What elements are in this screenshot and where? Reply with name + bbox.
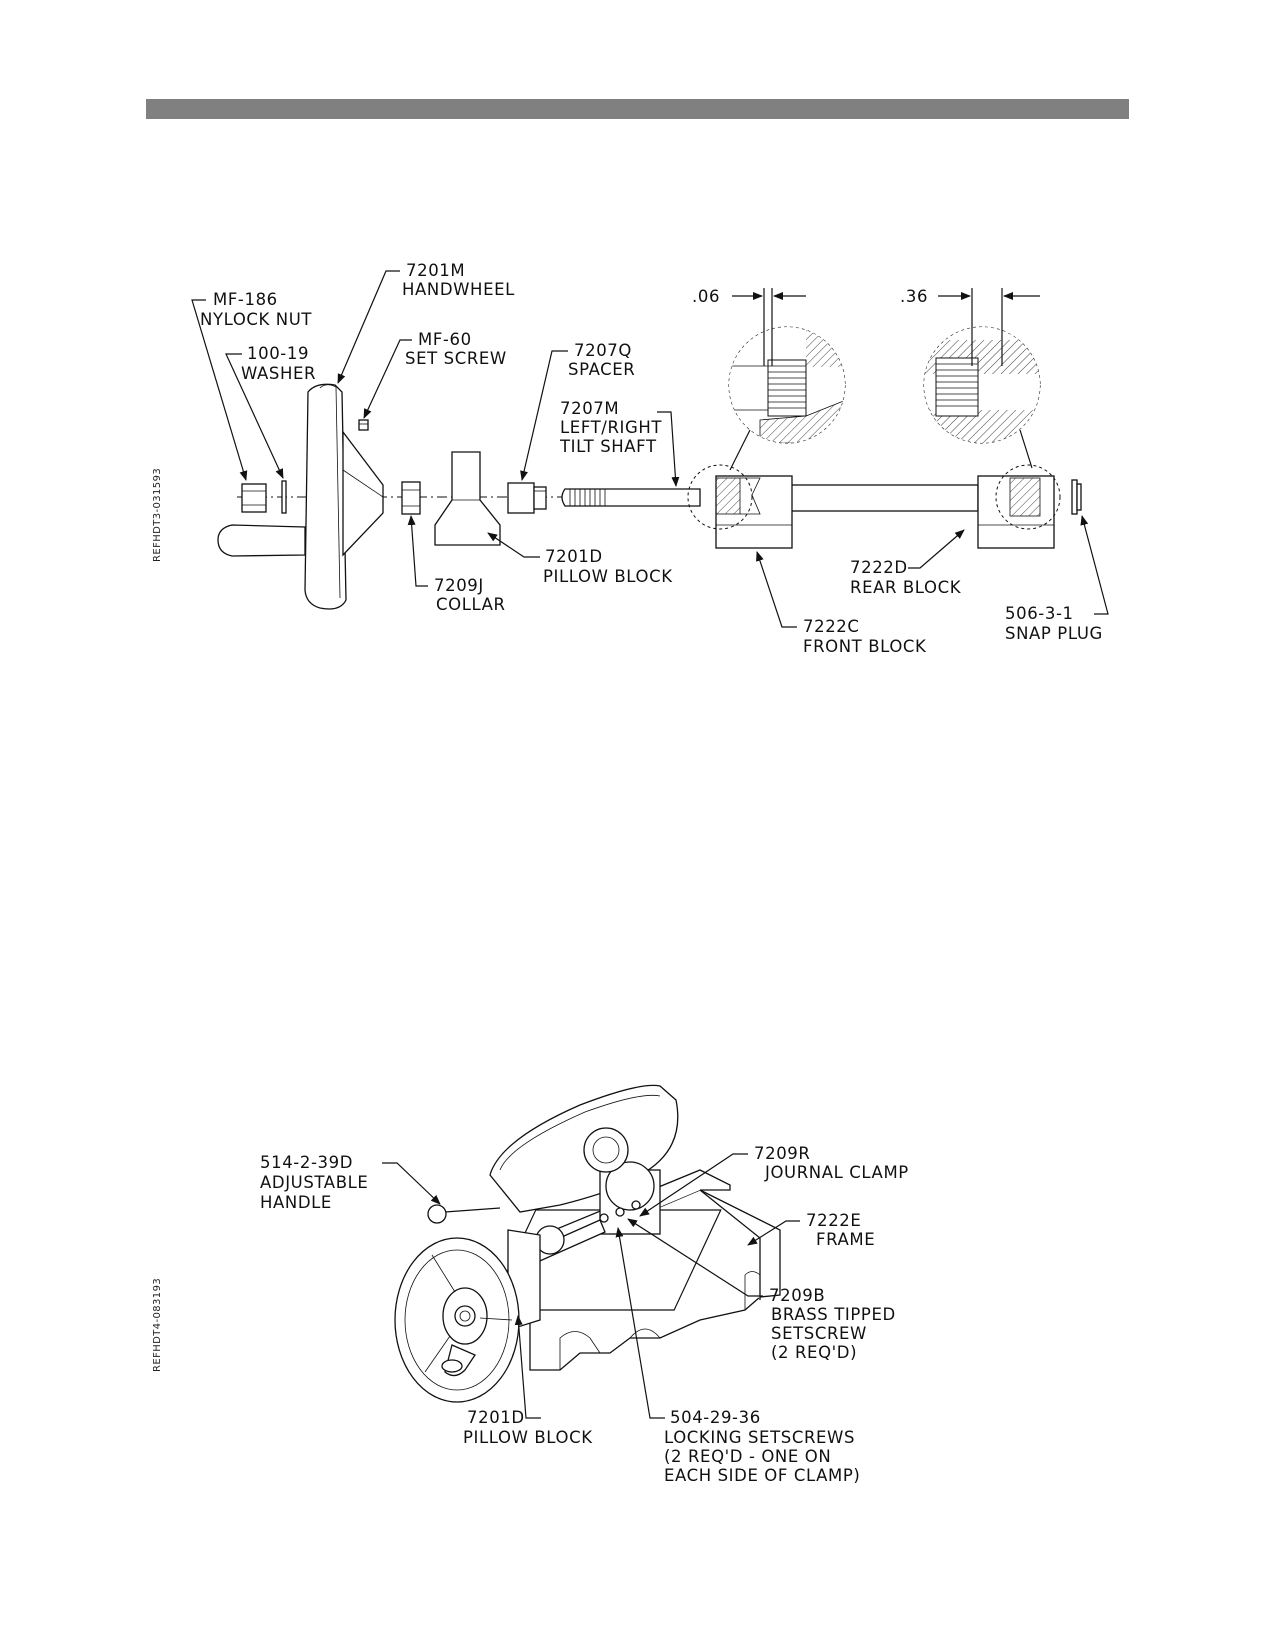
label-brass-name3: (2 REQ'D) (771, 1343, 857, 1362)
label-snapplug-num: 506-3-1 (1005, 604, 1074, 623)
label-pillowblock-name: PILLOW BLOCK (543, 567, 673, 586)
snap-plug-part (1071, 479, 1082, 515)
nylock-nut-part (241, 483, 267, 513)
label-setscrew-num: MF-60 (418, 330, 472, 349)
label-pillow2-name: PILLOW BLOCK (463, 1428, 593, 1447)
label-mf186-num: MF-186 (213, 290, 278, 309)
tilt-shaft-part (561, 484, 979, 512)
label-tiltshaft-name2: TILT SHAFT (559, 437, 657, 456)
label-mf186-name: NYLOCK NUT (200, 310, 312, 329)
ref-code-2: REFHDT4-083193 (152, 1278, 163, 1372)
label-locking-name1: LOCKING SETSCREWS (664, 1428, 855, 1447)
label-handwheel-num: 7201M (406, 261, 465, 280)
label-clamp-name: JOURNAL CLAMP (764, 1163, 909, 1182)
front-block-part (687, 464, 793, 549)
leader-lines-1 (191, 270, 1109, 628)
label-locking-num: 504-29-36 (670, 1408, 761, 1427)
label-collar-num: 7209J (434, 576, 484, 595)
header-bar (146, 99, 1129, 119)
label-tiltshaft-name1: LEFT/RIGHT (560, 418, 662, 437)
detail-circle-front (728, 326, 846, 471)
pillow-block-part (434, 451, 501, 546)
exploded-view-diagram: .06 .36 (152, 261, 1109, 656)
journal-clamp-part (583, 1127, 661, 1235)
labels-1: MF-186 NYLOCK NUT 100-19 WASHER 7201M HA… (200, 261, 1103, 656)
label-handle-name1: ADJUSTABLE (260, 1173, 368, 1192)
label-brass-name2: SETSCREW (771, 1324, 867, 1343)
label-brass-num: 7209B (769, 1286, 825, 1305)
label-pillowblock-num: 7201D (545, 547, 603, 566)
leader-lines-2 (382, 1153, 800, 1419)
dimension-36-label: .36 (900, 287, 928, 306)
label-frame-name: FRAME (816, 1230, 875, 1249)
handwheel-2-part (394, 1237, 520, 1403)
detail-circle-rear (923, 326, 1041, 469)
label-tiltshaft-num: 7207M (560, 399, 619, 418)
label-rearblock-name: REAR BLOCK (850, 578, 962, 597)
label-washer-name: WASHER (241, 364, 316, 383)
assembled-view-diagram: 514-2-39D ADJUSTABLE HANDLE 7209R JOURNA… (152, 1084, 909, 1485)
label-setscrew-name: SET SCREW (405, 349, 507, 368)
label-brass-name1: BRASS TIPPED (771, 1305, 896, 1324)
label-frontblock-name: FRONT BLOCK (803, 637, 927, 656)
label-spacer-name: SPACER (568, 360, 635, 379)
label-collar-name: COLLAR (436, 595, 506, 614)
label-handle-name2: HANDLE (260, 1193, 332, 1212)
label-locking-name2: (2 REQ'D - ONE ON (664, 1447, 831, 1466)
label-pillow2-num: 7201D (467, 1408, 525, 1427)
dimension-06-label: .06 (692, 287, 720, 306)
label-frontblock-num: 7222C (803, 617, 860, 636)
label-washer-num: 100-19 (247, 344, 309, 363)
dimension-06: .06 (692, 287, 806, 366)
spacer-part (507, 482, 547, 514)
label-handle-num: 514-2-39D (260, 1153, 353, 1172)
label-locking-name3: EACH SIDE OF CLAMP) (664, 1466, 860, 1485)
label-spacer-num: 7207Q (574, 341, 632, 360)
rear-block-part (977, 464, 1061, 549)
label-snapplug-name: SNAP PLUG (1005, 624, 1103, 643)
labels-2: 514-2-39D ADJUSTABLE HANDLE 7209R JOURNA… (260, 1144, 909, 1485)
label-rearblock-num: 7222D (850, 558, 908, 577)
collar-part (401, 481, 421, 515)
label-clamp-num: 7209R (754, 1144, 810, 1163)
dimension-36: .36 (900, 287, 1040, 366)
adjustable-handle-part (427, 1204, 501, 1224)
ref-code-1: REFHDT3-031593 (152, 468, 163, 562)
washer-part (281, 480, 287, 514)
handwheel-part (217, 383, 384, 610)
label-handwheel-name: HANDWHEEL (402, 280, 515, 299)
label-frame-num: 7222E (806, 1211, 861, 1230)
